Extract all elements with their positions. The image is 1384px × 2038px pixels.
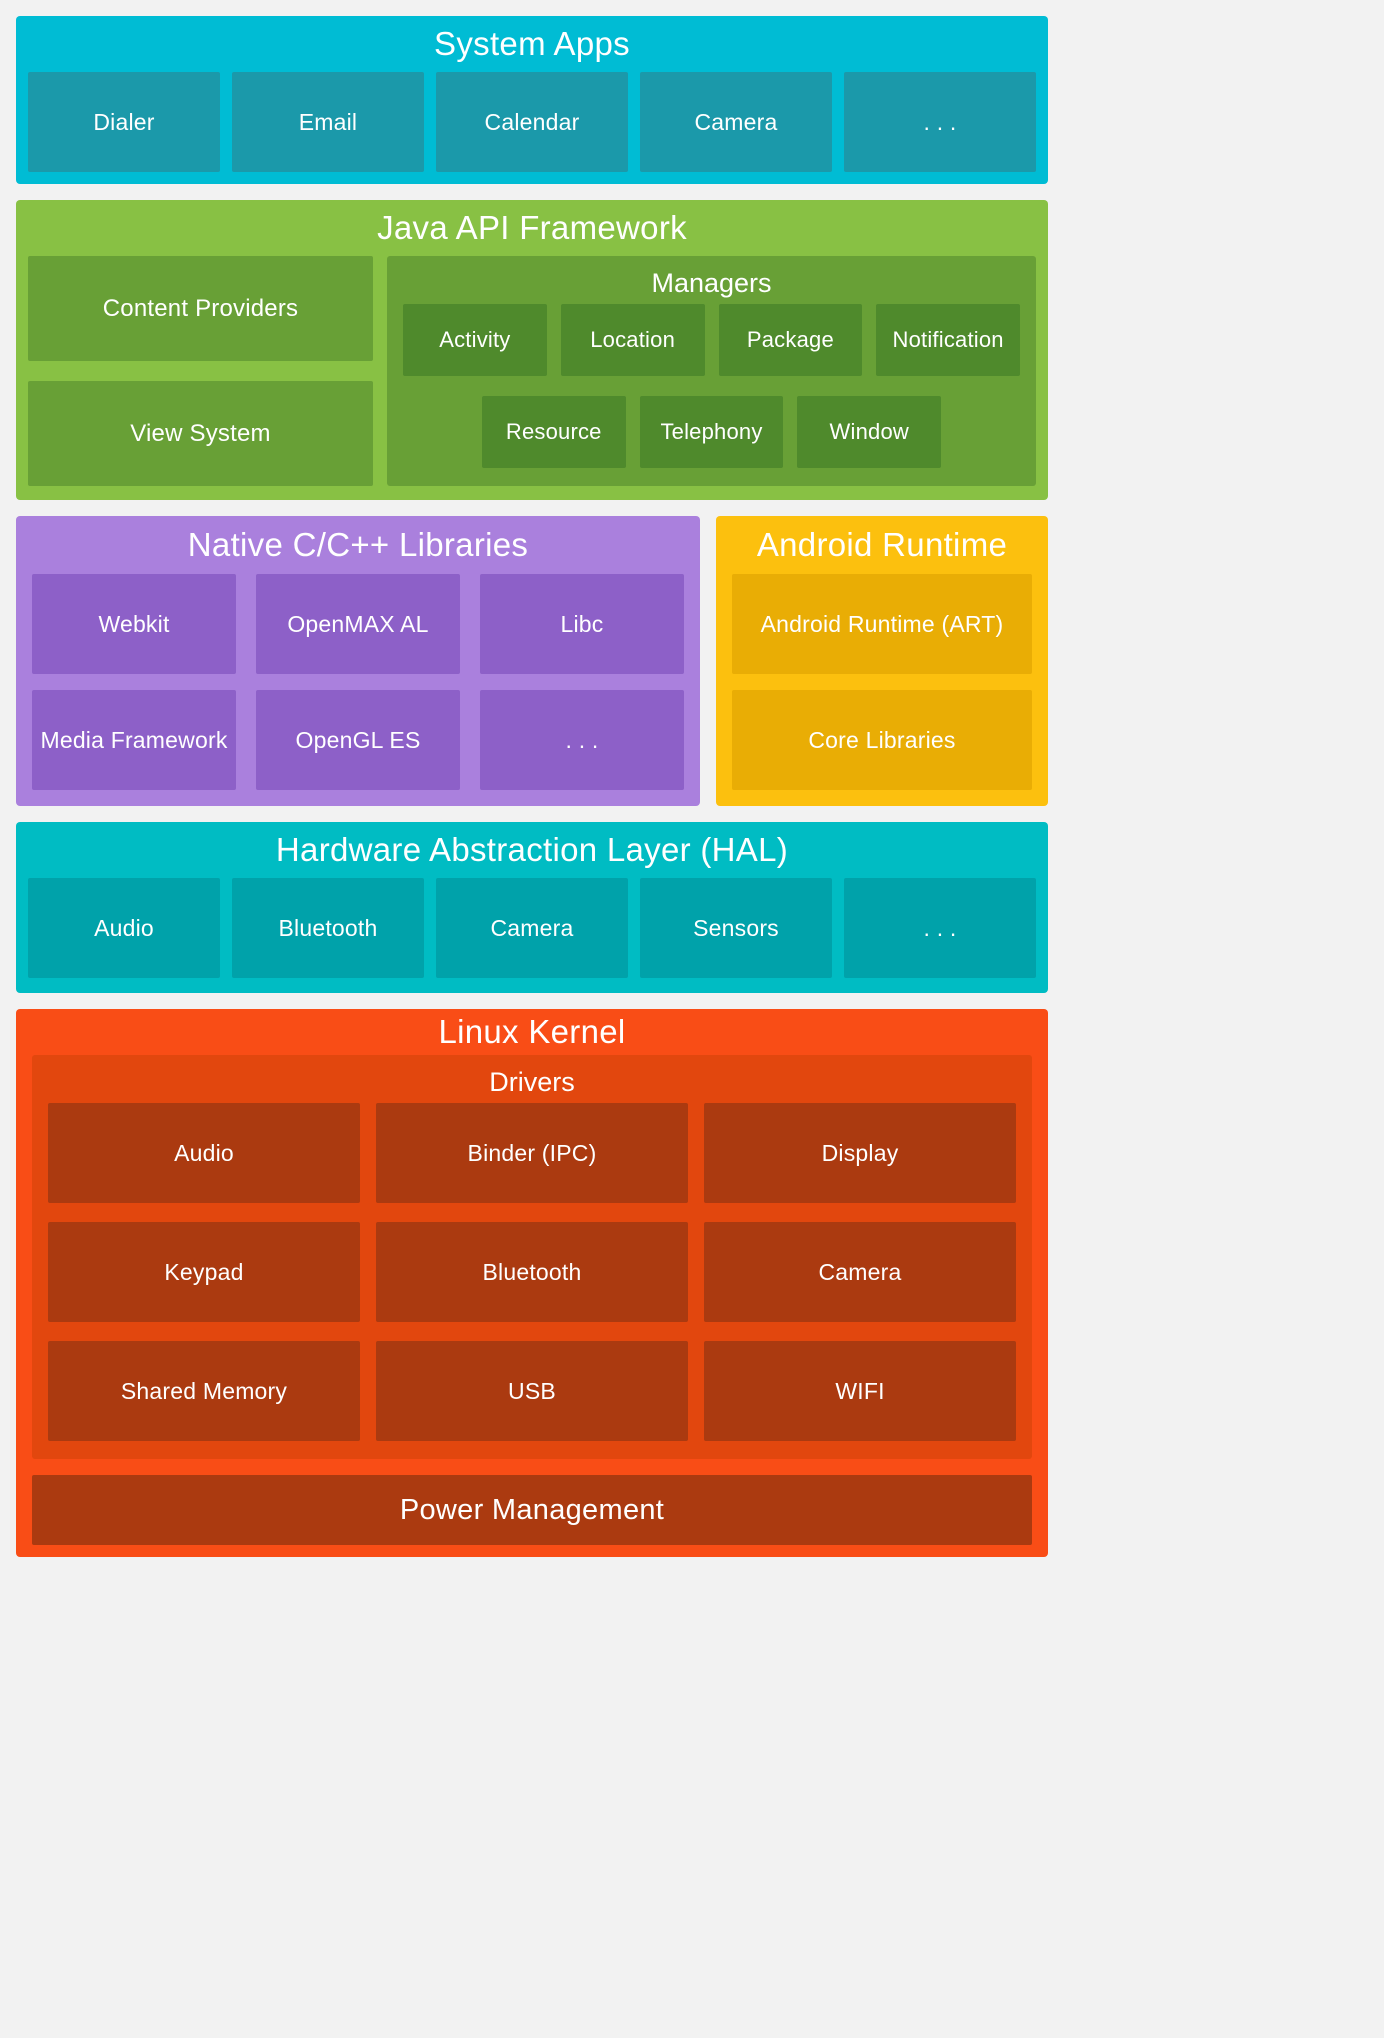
system-app-box-email: Email bbox=[232, 72, 424, 172]
system-app-box-calendar: Calendar bbox=[436, 72, 628, 172]
hal-row: Audio Bluetooth Camera Sensors . . . bbox=[16, 878, 1048, 993]
android-runtime-title: Android Runtime bbox=[756, 526, 1008, 563]
hal-box-bluetooth: Bluetooth bbox=[232, 878, 424, 978]
java-box-content-providers: Content Providers bbox=[28, 256, 373, 361]
manager-box-package: Package bbox=[718, 304, 863, 376]
manager-box-notification: Notification bbox=[876, 304, 1020, 376]
driver-box-wifi: WIFI bbox=[704, 1341, 1016, 1441]
section-hal: Hardware Abstraction Layer (HAL) Audio B… bbox=[16, 822, 1048, 993]
java-api-title: Java API Framework bbox=[377, 209, 687, 246]
system-apps-title: System Apps bbox=[434, 25, 630, 62]
section-android-runtime: Android Runtime Android Runtime (ART) Co… bbox=[716, 516, 1048, 806]
java-api-left-column: Content Providers View System bbox=[28, 256, 373, 486]
system-app-box-more: . . . bbox=[844, 72, 1036, 172]
driver-box-camera: Camera bbox=[704, 1222, 1016, 1322]
drivers-grid: Audio Binder (IPC) Display Keypad Blueto… bbox=[48, 1103, 1016, 1441]
java-api-grid: Content Providers View System Managers A… bbox=[28, 256, 1036, 486]
hal-title: Hardware Abstraction Layer (HAL) bbox=[275, 831, 789, 868]
hal-box-camera: Camera bbox=[436, 878, 628, 978]
managers-container: Managers Activity Location Package Notif… bbox=[387, 256, 1036, 486]
native-lib-box-more: . . . bbox=[480, 690, 684, 790]
driver-box-usb: USB bbox=[376, 1341, 688, 1441]
native-lib-box-media-framework: Media Framework bbox=[32, 690, 236, 790]
power-management-bar: Power Management bbox=[32, 1475, 1032, 1545]
system-app-box-camera: Camera bbox=[640, 72, 832, 172]
java-box-view-system: View System bbox=[28, 381, 373, 486]
android-stack-diagram: System Apps Dialer Email Calendar Camera… bbox=[16, 16, 1048, 1557]
manager-box-window: Window bbox=[797, 396, 942, 468]
hal-box-more: . . . bbox=[844, 878, 1036, 978]
section-system-apps: System Apps Dialer Email Calendar Camera… bbox=[16, 16, 1048, 184]
native-lib-box-opengl-es: OpenGL ES bbox=[256, 690, 460, 790]
manager-box-telephony: Telephony bbox=[639, 396, 784, 468]
native-lib-box-webkit: Webkit bbox=[32, 574, 236, 674]
drivers-title: Drivers bbox=[489, 1066, 575, 1097]
native-libraries-title: Native C/C++ Libraries bbox=[187, 526, 529, 563]
libraries-runtime-band: Native C/C++ Libraries Webkit OpenMAX AL… bbox=[16, 516, 1048, 806]
linux-kernel-title: Linux Kernel bbox=[438, 1013, 626, 1050]
system-app-box-dialer: Dialer bbox=[28, 72, 220, 172]
section-linux-kernel: Linux Kernel Drivers Audio Binder (IPC) … bbox=[16, 1009, 1048, 1557]
section-native-libraries: Native C/C++ Libraries Webkit OpenMAX AL… bbox=[16, 516, 700, 806]
driver-box-binder-ipc: Binder (IPC) bbox=[376, 1103, 688, 1203]
managers-title: Managers bbox=[651, 267, 772, 298]
native-lib-box-libc: Libc bbox=[480, 574, 684, 674]
manager-box-location: Location bbox=[560, 304, 705, 376]
driver-box-keypad: Keypad bbox=[48, 1222, 360, 1322]
section-java-api-framework: Java API Framework Content Providers Vie… bbox=[16, 200, 1048, 500]
manager-box-activity: Activity bbox=[403, 304, 547, 376]
native-lib-box-openmax-al: OpenMAX AL bbox=[256, 574, 460, 674]
driver-box-audio: Audio bbox=[48, 1103, 360, 1203]
runtime-box-core-libraries: Core Libraries bbox=[732, 690, 1032, 790]
runtime-box-art: Android Runtime (ART) bbox=[732, 574, 1032, 674]
native-libraries-grid: Webkit OpenMAX AL Libc Media Framework O… bbox=[32, 574, 684, 790]
driver-box-display: Display bbox=[704, 1103, 1016, 1203]
driver-box-shared-memory: Shared Memory bbox=[48, 1341, 360, 1441]
hal-box-audio: Audio bbox=[28, 878, 220, 978]
managers-row-1: Activity Location Package Notification bbox=[403, 304, 1020, 376]
system-apps-row: Dialer Email Calendar Camera . . . bbox=[16, 72, 1048, 184]
driver-box-bluetooth: Bluetooth bbox=[376, 1222, 688, 1322]
managers-row-2: Resource Telephony Window bbox=[403, 396, 1020, 468]
hal-box-sensors: Sensors bbox=[640, 878, 832, 978]
drivers-container: Drivers Audio Binder (IPC) Display Keypa… bbox=[32, 1055, 1032, 1459]
manager-box-resource: Resource bbox=[481, 396, 626, 468]
